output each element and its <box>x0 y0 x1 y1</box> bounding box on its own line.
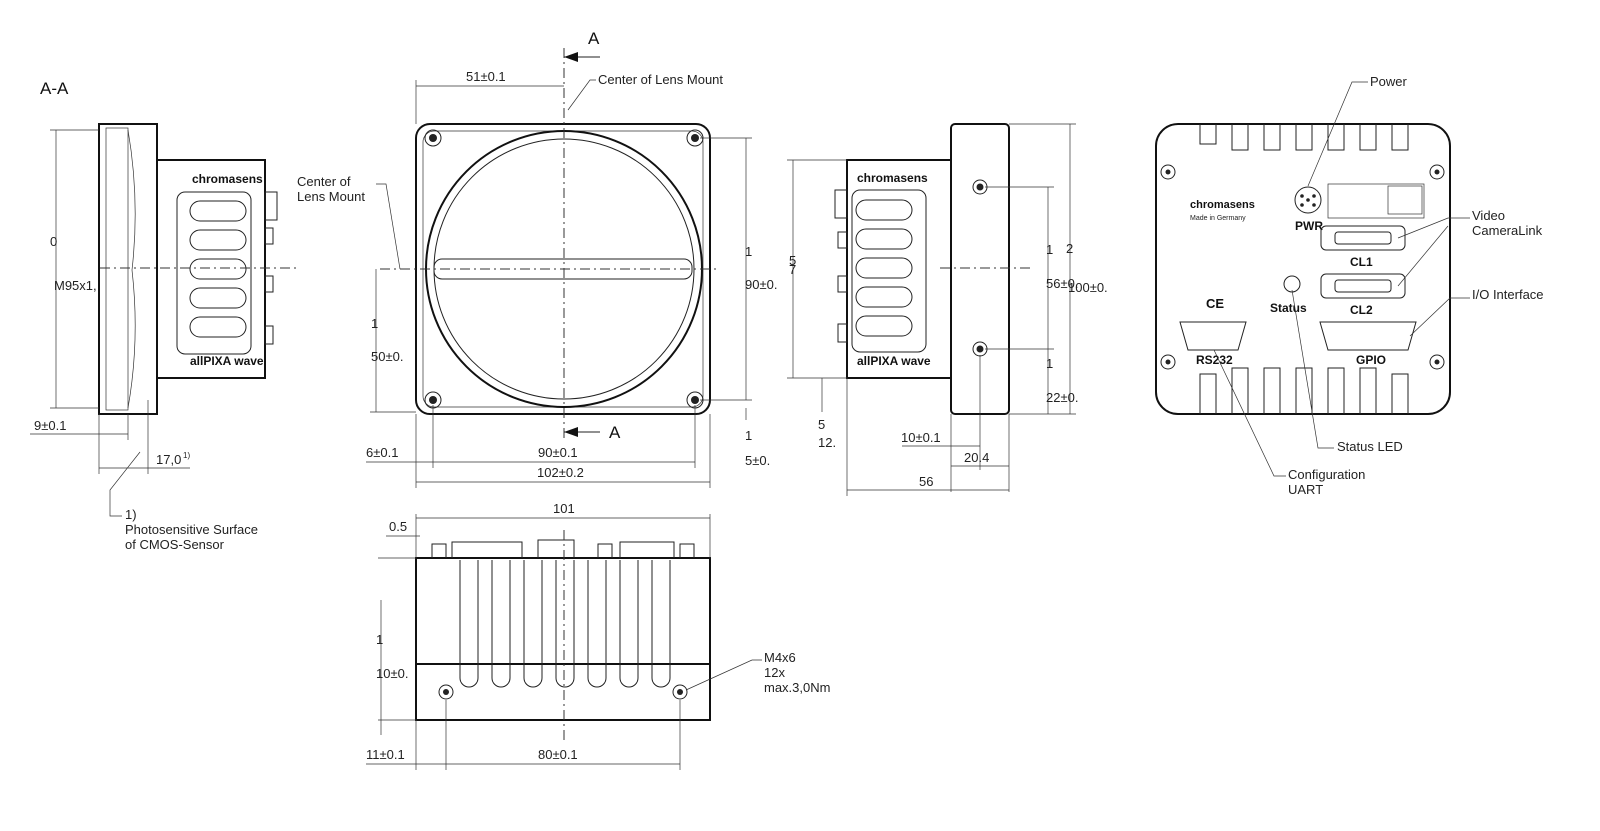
section-dim-m95: M95x1, <box>54 278 97 293</box>
section-fin <box>189 287 247 309</box>
section-fin <box>189 258 247 280</box>
side-dim-10: 10±0.1 <box>901 430 941 445</box>
side-dim-1a: 1 <box>1046 242 1053 257</box>
callout-screw-torque: max.3,0Nm <box>764 680 830 695</box>
top-dim-1: 1 <box>376 632 383 647</box>
front-dim-1b: 1 <box>371 316 378 331</box>
callout-uart: UART <box>1288 482 1323 497</box>
front-dim-1c: 1 <box>745 428 752 443</box>
callout-cameralink: CameraLink <box>1472 223 1543 238</box>
side-dim-12: 12. <box>818 435 836 450</box>
section-dim-17-sup: 1) <box>183 451 190 460</box>
rear-made-in: Made in Germany <box>1190 215 1246 222</box>
section-brand: chromasens <box>192 172 263 186</box>
footnote-photosensitive: Photosensitive Surface <box>125 522 258 537</box>
callout-status-led: Status LED <box>1337 439 1403 454</box>
side-dim-2: 2 <box>1066 241 1073 256</box>
side-brand: chromasens <box>857 171 928 185</box>
section-fin <box>189 316 247 338</box>
label-pwr: PWR <box>1295 219 1323 233</box>
gpio-connector <box>1319 321 1417 351</box>
section-connector <box>264 275 274 293</box>
cl1-connector <box>1320 225 1406 251</box>
section-dim-0: 0 <box>50 234 57 249</box>
section-dim-9: 9±0.1 <box>34 418 66 433</box>
power-connector <box>1294 186 1322 214</box>
side-body <box>846 159 952 379</box>
section-marker-bottom: A <box>609 423 621 442</box>
callout-power: Power <box>1370 74 1408 89</box>
callout-center-lens-mount: Center of Lens Mount <box>598 72 723 87</box>
callout-video: Video <box>1472 208 1505 223</box>
section-dim-17: 17,0 <box>156 452 181 467</box>
section-title: A-A <box>40 79 69 98</box>
top-dim-11: 11±0.1 <box>366 747 405 762</box>
callout-screw-count: 12x <box>764 665 785 680</box>
label-gpio: GPIO <box>1356 353 1386 367</box>
top-view: 101 0.5 1 10±0. 11±0.1 80±0.1 M4x6 12x m… <box>366 501 830 770</box>
section-connector <box>264 191 278 221</box>
footnote-cmos: of CMOS-Sensor <box>125 537 225 552</box>
top-dim-80: 80±0.1 <box>538 747 578 762</box>
side-dim-7: 7 <box>789 262 796 277</box>
top-dim-101: 101 <box>553 501 575 516</box>
section-fin-frame <box>176 191 252 355</box>
front-dim-6: 6±0.1 <box>366 445 398 460</box>
section-fin <box>189 229 247 251</box>
rs232-connector <box>1179 321 1247 351</box>
callout-configuration: Configuration <box>1288 467 1365 482</box>
front-screw <box>424 129 442 147</box>
callout-lens-mount: Lens Mount <box>297 189 365 204</box>
section-fin <box>189 200 247 222</box>
section-break-line <box>127 129 136 409</box>
front-dim-102: 102±0.2 <box>537 465 584 480</box>
front-dim-90v: 90±0. <box>745 277 777 292</box>
top-dim-05: 0.5 <box>389 519 407 534</box>
label-status: Status <box>1270 301 1307 315</box>
callout-io: I/O Interface <box>1472 287 1544 302</box>
section-lens-ring <box>105 127 129 411</box>
side-dim-56b: 56 <box>919 474 933 489</box>
top-body <box>415 557 711 665</box>
top-flange <box>415 663 711 721</box>
ce-mark: CE <box>1206 296 1224 311</box>
front-dim-50: 50±0. <box>371 349 403 364</box>
label-cl1: CL1 <box>1350 255 1373 269</box>
type-plate <box>1327 183 1425 219</box>
section-connector <box>264 325 274 345</box>
rear-brand: chromasens <box>1190 199 1255 211</box>
side-view: chromasens allPIXA wave 5 7 5 12. 1 56±0… <box>787 123 1108 496</box>
section-model: allPIXA wave <box>190 354 264 368</box>
side-dim-204: 20.4 <box>964 450 989 465</box>
label-cl2: CL2 <box>1350 303 1373 317</box>
top-dim-10: 10±0. <box>376 666 408 681</box>
label-rs232: RS232 <box>1196 353 1233 367</box>
side-dim-5b: 5 <box>818 417 825 432</box>
rear-view: chromasens Made in Germany PWR CL1 CL2 S… <box>1155 74 1544 497</box>
side-dim-1b: 1 <box>1046 356 1053 371</box>
front-dim-51: 51±0.1 <box>466 69 506 84</box>
callout-center-of: Center of <box>297 174 351 189</box>
footnote-number: 1) <box>125 507 137 522</box>
footnote-leader <box>109 451 141 517</box>
side-model: allPIXA wave <box>857 354 931 368</box>
section-view: A-A chromasens allPIXA wave 0 M95x1, 9±0… <box>30 79 300 552</box>
cl2-connector <box>1320 273 1406 299</box>
side-dim-100: 100±0. <box>1068 280 1108 295</box>
rear-body <box>1155 123 1451 415</box>
section-marker-top: A <box>588 29 600 48</box>
callout-screw-spec: M4x6 <box>764 650 796 665</box>
side-dim-5: 5 <box>789 253 796 268</box>
front-view: A A Center of Lens Mount Center of Lens … <box>297 29 777 488</box>
section-connector <box>264 227 274 245</box>
section-body <box>156 159 266 379</box>
side-dim-22: 22±0. <box>1046 390 1078 405</box>
front-dim-1a: 1 <box>745 244 752 259</box>
front-dim-90h: 90±0.1 <box>538 445 578 460</box>
front-dim-5: 5±0. <box>745 453 770 468</box>
